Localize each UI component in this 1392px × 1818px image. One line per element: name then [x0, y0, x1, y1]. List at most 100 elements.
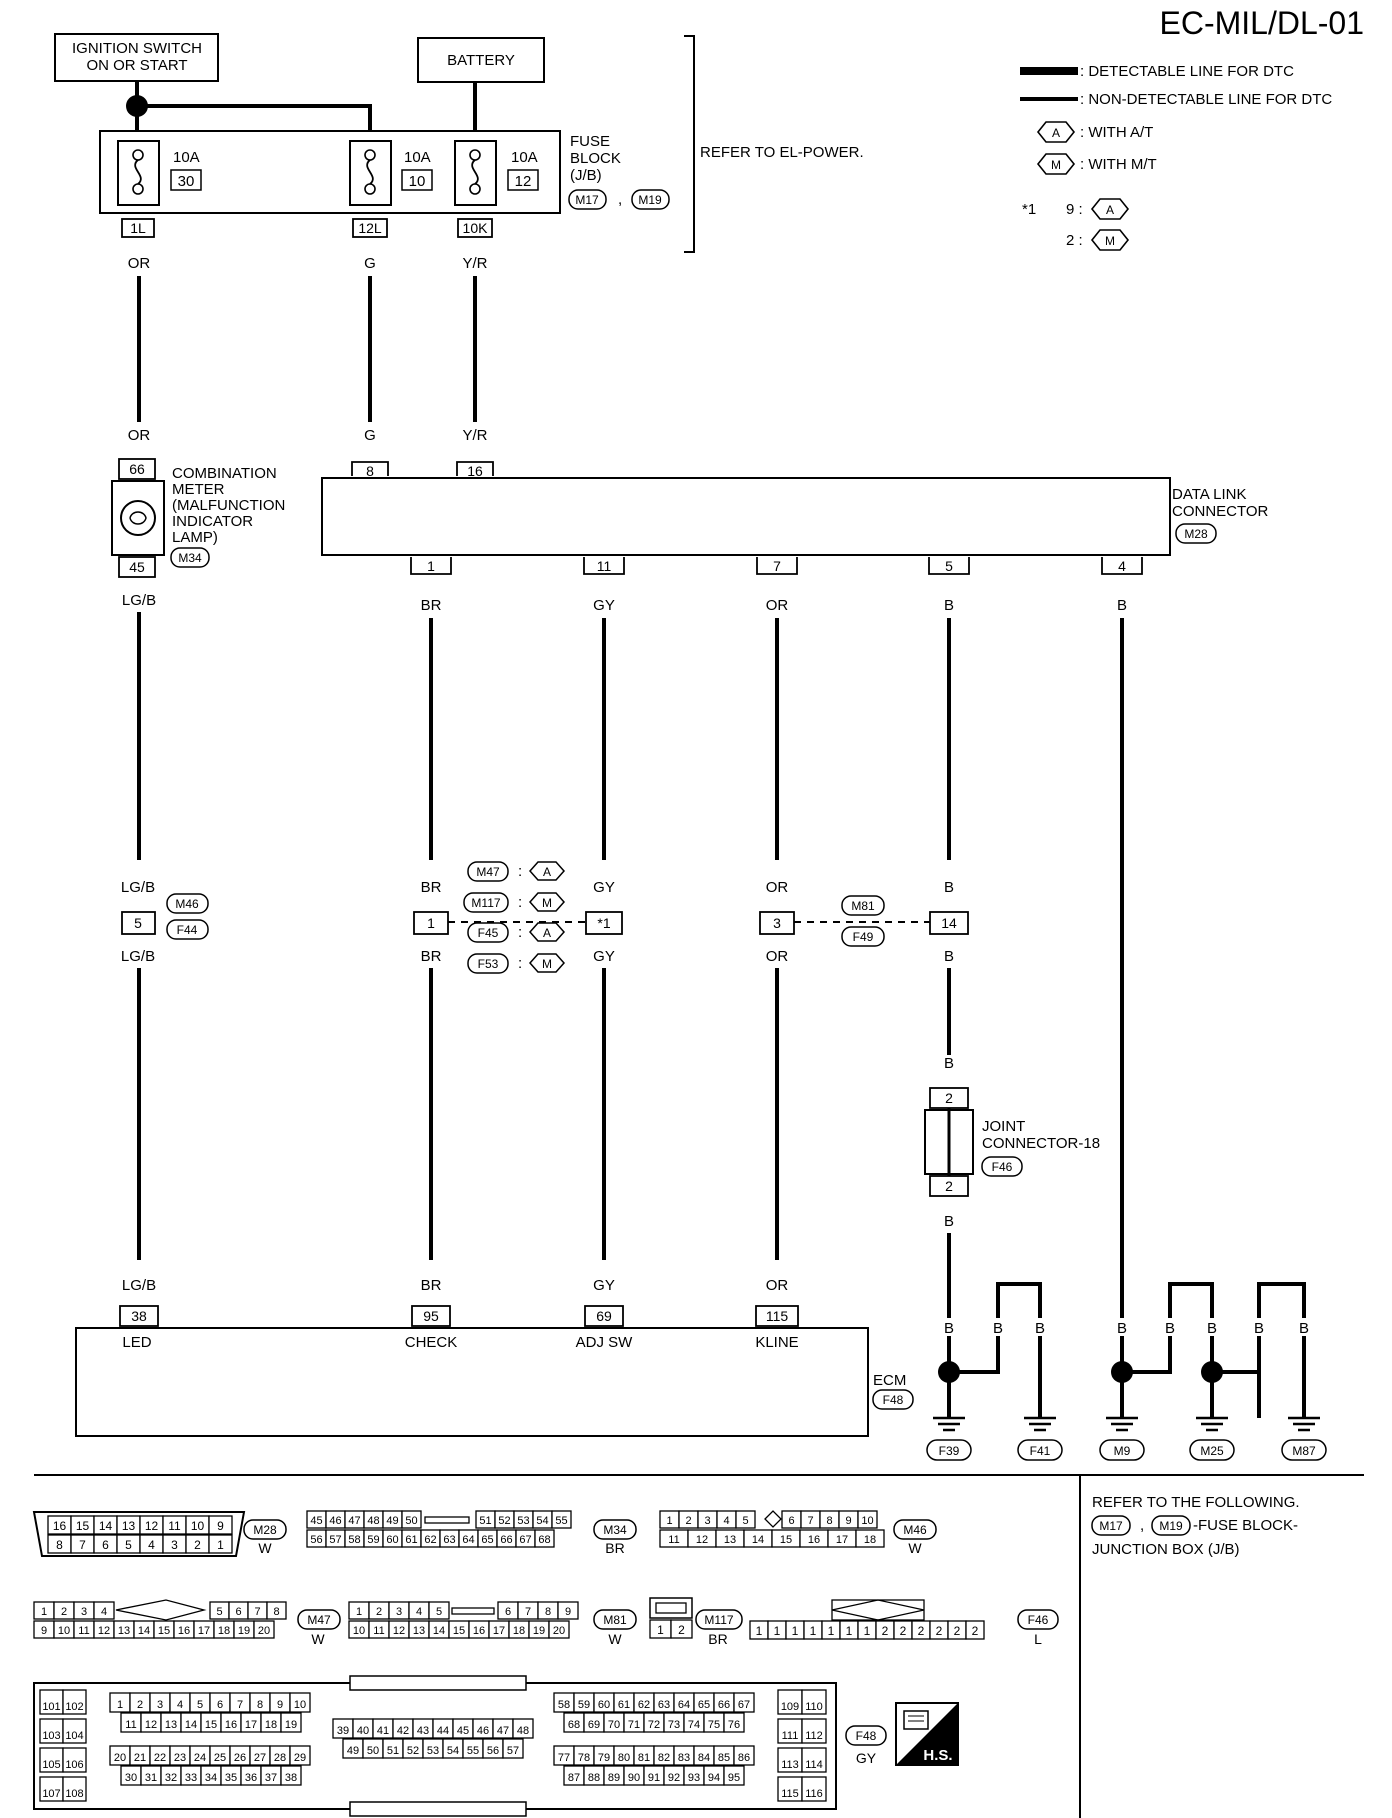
f48-d3-pin: 77: [558, 1752, 570, 1764]
ground-wire-b-5: B: [1165, 1320, 1175, 1337]
m34-top-r-pin: 54: [536, 1515, 548, 1527]
ecm-kline: KLINE: [755, 1334, 798, 1351]
f48-c2-pin: 55: [467, 1745, 479, 1757]
m47-pill: [297, 1609, 341, 1630]
fuse-block-comma: ,: [618, 191, 622, 208]
ground-wire-b-1: B: [944, 1320, 954, 1337]
m34-bot-pin: 62: [424, 1534, 436, 1546]
f48-b1-pin: 3: [157, 1699, 163, 1711]
f48-d3-pin: 83: [678, 1752, 690, 1764]
m117-pin: 1: [657, 1623, 664, 1637]
a-hex-label: A: [1052, 126, 1060, 140]
f48-b1-pin: 6: [217, 1699, 223, 1711]
wire-lgb-meter: LG/B: [122, 592, 156, 609]
m47-top-r-pin: 5: [216, 1606, 222, 1618]
f48-d4-pin: 91: [648, 1772, 660, 1784]
m46-bot-pin: 15: [780, 1534, 792, 1546]
m47-bot-pin: 10: [58, 1625, 70, 1637]
fuse-30-amp: 10A: [173, 149, 200, 166]
ground-wire-b-2: B: [993, 1320, 1003, 1337]
m81-top-r-pin: 8: [545, 1606, 551, 1618]
m47-bot-pin: 9: [41, 1625, 47, 1637]
detectable-line-sample: [1020, 67, 1078, 75]
fuse-block-m19: M19: [638, 193, 662, 207]
m47-top-r-pin: 7: [254, 1606, 260, 1618]
f48-d2-pin: 72: [648, 1719, 660, 1731]
m81-bot-pin: 12: [393, 1625, 405, 1637]
f48-e-pin: 116: [805, 1788, 823, 1800]
m46-top-l-pin: 4: [723, 1515, 729, 1527]
f48-e-cell: [777, 1689, 803, 1715]
m47-key: [115, 1599, 207, 1621]
ecm-led: LED: [122, 1334, 151, 1351]
wire-b-joint-bot: B: [944, 1213, 954, 1230]
m81-bot-pin: 11: [373, 1625, 384, 1637]
f48-b3-pin: 28: [274, 1752, 286, 1764]
f46-pin: 1: [846, 1624, 853, 1638]
f46-pin: 1: [810, 1624, 817, 1638]
f48-b2-pin: 19: [285, 1719, 297, 1731]
m47-bot-cell: [253, 1620, 275, 1639]
hex-a-1: A: [543, 865, 551, 879]
m81-bot-pin: 20: [553, 1625, 565, 1637]
m34-top-r-pin: 53: [517, 1515, 529, 1527]
m47-id: M47: [307, 1613, 331, 1627]
legend-detectable: : DETECTABLE LINE FOR DTC: [1080, 63, 1294, 80]
f48-d4-pin: 94: [708, 1772, 720, 1784]
m28-top-pin: 16: [53, 1519, 67, 1533]
f48-d1-pin: 64: [678, 1699, 690, 1711]
f48-d2-pin: 74: [688, 1719, 700, 1731]
f48-c2-pin: 51: [387, 1745, 399, 1757]
m28-bot-cell: [208, 1534, 233, 1554]
m47-bot-pin: 19: [238, 1625, 250, 1637]
non-detectable-line-sample: [1020, 97, 1078, 101]
m47-bot-pin: 17: [198, 1625, 210, 1637]
f48-b4-pin: 30: [125, 1772, 137, 1784]
dlc-pin-11: 11: [597, 558, 612, 574]
f46-pin: 2: [972, 1624, 979, 1638]
f48-b3-pin: 23: [174, 1752, 186, 1764]
fuse-10-amp: 10A: [404, 149, 431, 166]
f48-d1-pin: 58: [558, 1699, 570, 1711]
f48-e-cell: [777, 1747, 803, 1773]
m34-bot-pin: 64: [462, 1534, 474, 1546]
f48-b4-cell: [280, 1765, 302, 1786]
m34-bot-pin: 68: [538, 1534, 550, 1546]
m34-color: BR: [605, 1540, 624, 1556]
inline-m46: M46: [175, 897, 199, 911]
bottom-refer-comma: ,: [1140, 1517, 1144, 1534]
f48-b3-pin: 21: [134, 1752, 146, 1764]
m34-top-l-cell: [401, 1510, 422, 1529]
m28-top-pin: 9: [217, 1519, 224, 1533]
f48-d3-pin: 86: [738, 1752, 750, 1764]
m34-top-r-pin: 52: [498, 1515, 510, 1527]
meter-label-2: METER: [172, 481, 225, 498]
m81-pill: [593, 1609, 637, 1630]
f48-b2-cell: [280, 1712, 302, 1733]
ground-labels: F39 F41 M9 M25 M87: [926, 1439, 1327, 1461]
f48-c2-pin: 54: [447, 1745, 459, 1757]
f48-d1-pin: 67: [738, 1699, 750, 1711]
f46-cell: [965, 1620, 985, 1640]
m47-bot-pin: 11: [78, 1625, 89, 1637]
m81-top-r-pin: 7: [525, 1606, 531, 1618]
colon-1: :: [518, 863, 522, 880]
fuse-terminals: 1L 12L 10K: [121, 218, 493, 238]
f48-d2-pin: 73: [668, 1719, 680, 1731]
ecm-pin-38: 38: [131, 1308, 147, 1324]
fuse-10: 10A 10: [349, 140, 433, 206]
m28-top-cell: [208, 1515, 233, 1535]
f48-d2-pin: 76: [728, 1719, 740, 1731]
m81-top-r-pin: 9: [565, 1606, 571, 1618]
f48-b1-pin: 1: [117, 1699, 123, 1711]
m46-color: W: [908, 1540, 922, 1556]
inline-f49: F49: [853, 930, 874, 944]
star-a-hex: [1090, 198, 1130, 220]
m117-latch: [655, 1602, 687, 1614]
f48-b2-pin: 16: [225, 1719, 237, 1731]
f48-b2-pin: 15: [205, 1719, 217, 1731]
hs-badge: H.S.: [895, 1702, 959, 1766]
ignition-switch-box: [54, 33, 219, 82]
f46-pin: 1: [828, 1624, 835, 1638]
m28-bot-pin: 2: [194, 1538, 201, 1552]
